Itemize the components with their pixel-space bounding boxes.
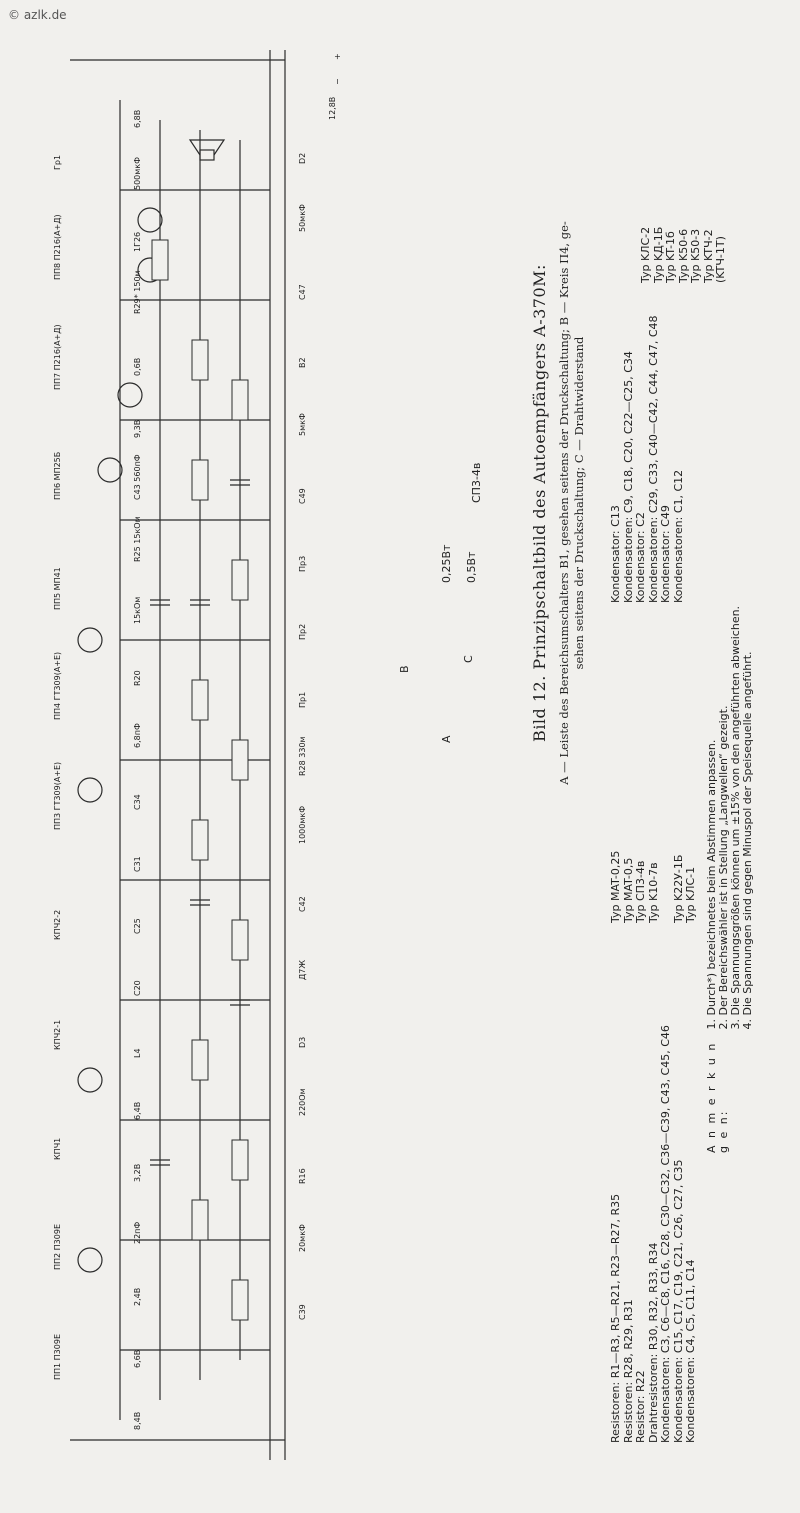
notes-heading: A n m e r k u n g e n: — [705, 1041, 730, 1153]
value-label: Пр3 — [298, 556, 307, 572]
value-label: 9,3В — [133, 420, 142, 438]
component-label: ПП3 ГТ309(А+Е) — [53, 762, 62, 830]
value-label: 6,8В — [133, 110, 142, 128]
value-label: D2 — [298, 153, 307, 164]
speaker-icon — [188, 139, 226, 161]
value-label: R25 15кОм — [133, 516, 142, 562]
value-label: R16 — [298, 1168, 307, 1184]
list-item: Typ СП3-4в — [634, 860, 647, 923]
value-label: 6,4В — [133, 1102, 142, 1120]
minus-sign: − — [333, 78, 342, 85]
value-label: C34 — [133, 794, 142, 810]
watermark: © azlk.de — [8, 8, 67, 22]
list-item: Kondensator: C49 — [659, 505, 672, 603]
component-label: ПП8 П216(А+Д) — [53, 214, 62, 280]
pot-label: СП3-4в — [470, 462, 483, 503]
parts-right: Kondensator: C13 Kondensatoren: C9, C18,… — [609, 243, 698, 603]
list-item: Kondensatoren: C3, C6—C8, C16, C28, C30—… — [659, 1025, 672, 1443]
list-item: Kondensator: C2 — [634, 512, 647, 603]
value-label: C47 — [298, 284, 307, 300]
list-item: Kondensatoren: C1, C12 — [671, 469, 685, 603]
component-label: КПЧ2-2 — [53, 910, 62, 940]
schematic-diagram: ПП1 П309Е ПП2 П309Е КПЧ1 КПЧ2-1 КПЧ2-2 ПП3 ГТ… — [40, 40, 350, 1480]
figure-caption: Bild 12. Prinzipschaltbild des Autoempfä… — [530, 53, 587, 953]
parts-types: Typ KЛС-2 Typ KД-1Б Typ KT-1б Typ K50-6 … — [639, 43, 728, 283]
value-label: 1000мкФ — [298, 806, 307, 844]
value-label: 6,8пФ — [133, 723, 142, 748]
list-item: Typ K10-7в — [646, 862, 660, 923]
value-label: C49 — [298, 488, 307, 504]
value-label: 500мкФ — [133, 157, 142, 190]
value-label: C43 560пФ — [133, 454, 142, 500]
plus-sign: + — [333, 53, 342, 60]
component-label: ПП5 МП41 — [53, 567, 62, 610]
list-item: Typ KЛС-2 — [639, 226, 652, 283]
list-item: Kondensatoren: C4, C5, C11, C14 — [684, 1259, 697, 1443]
value-label: L4 — [133, 1048, 142, 1058]
component-label: КПЧ2-1 — [53, 1020, 62, 1050]
wire-025: 0,25Вт — [440, 544, 453, 583]
value-label: 0,6В — [133, 358, 142, 376]
component-label: ПП4 ГТ309(А+Е) — [53, 652, 62, 720]
list-item — [660, 603, 673, 923]
value-label: C39 — [298, 1304, 307, 1320]
component-label: ПП1 П309Е — [53, 1334, 62, 1380]
list-item: Resistoren: R28, R29, R31 — [621, 1299, 635, 1443]
value-label: 8,4В — [133, 1412, 142, 1430]
list-item: Typ MAT-0,25 — [609, 850, 622, 923]
caption-legend-2: sehen seitens der Druckschaltung; C — Dr… — [572, 336, 586, 670]
list-item: Typ KЛС-1 — [684, 866, 697, 923]
component-label: КПЧ1 — [53, 1138, 62, 1160]
component-label: ПП2 П309Е — [53, 1224, 62, 1270]
value-label: C25 — [133, 918, 142, 934]
wire-05: 0,5Вт — [465, 551, 478, 583]
list-item: Typ KT-1б — [664, 231, 677, 283]
parts-mid: Typ MAT-0,25 Typ MAT-0,5 Typ СП3-4в Typ … — [609, 603, 698, 923]
value-label: R28 330м — [298, 736, 307, 776]
component-label: Гр1 — [53, 155, 62, 170]
parts-left: Resistoren: R1—R3, R5—R21, R23—R27, R35 … — [609, 923, 698, 1443]
list-item: Kondensator: C13 — [609, 505, 622, 603]
value-label: 50мкФ — [298, 204, 307, 232]
list-item: (KTЧ-1Т) — [714, 236, 727, 283]
notes: A n m e r k u n g e n: 1. Durch*) bezeic… — [705, 253, 754, 1153]
value-label: C20 — [133, 980, 142, 996]
value-label: 2,4В — [133, 1288, 142, 1306]
value-label: 1Г26 — [133, 232, 142, 252]
label-a: A — [440, 735, 453, 743]
value-label: 3,2В — [133, 1164, 142, 1182]
value-label: D3 — [298, 1037, 307, 1048]
value-label: Пр2 — [298, 624, 307, 640]
value-label: Пр1 — [298, 692, 307, 708]
label-b: B — [398, 665, 411, 673]
note-item: 4. Die Spannungen sind gegen Minuspol de… — [741, 651, 754, 1030]
value-label: R20 — [133, 670, 142, 686]
value-label: C31 — [133, 856, 142, 872]
list-item: Resistoren: R1—R3, R5—R21, R23—R27, R35 — [609, 1193, 622, 1443]
list-item: Resistor: R22 — [634, 1370, 647, 1443]
value-label: 220Ом — [298, 1088, 307, 1116]
caption-title: Bild 12. Prinzipschaltbild des Autoempfä… — [530, 264, 549, 742]
value-label: 20мкФ — [298, 1224, 307, 1252]
value-label: 22пФ — [133, 1222, 142, 1244]
caption-legend-1: A — Leiste des Bereichsumschalters B1, g… — [557, 221, 571, 785]
list-item: Typ K50-3 — [689, 228, 702, 283]
supply-voltage: 12,8В — [328, 97, 337, 120]
value-label: C42 — [298, 896, 307, 912]
value-label: R29* 150м — [133, 270, 142, 314]
component-label: ПП6 МП25Б — [53, 452, 62, 500]
value-label: 6,6В — [133, 1350, 142, 1368]
value-label: Д7Ж — [298, 960, 307, 980]
label-c: C — [462, 655, 475, 663]
component-label: ПП7 П216(А+Д) — [53, 324, 62, 390]
value-label: 5мкФ — [298, 413, 307, 436]
value-label: B2 — [298, 357, 307, 368]
value-label: 15кОм — [133, 597, 142, 624]
